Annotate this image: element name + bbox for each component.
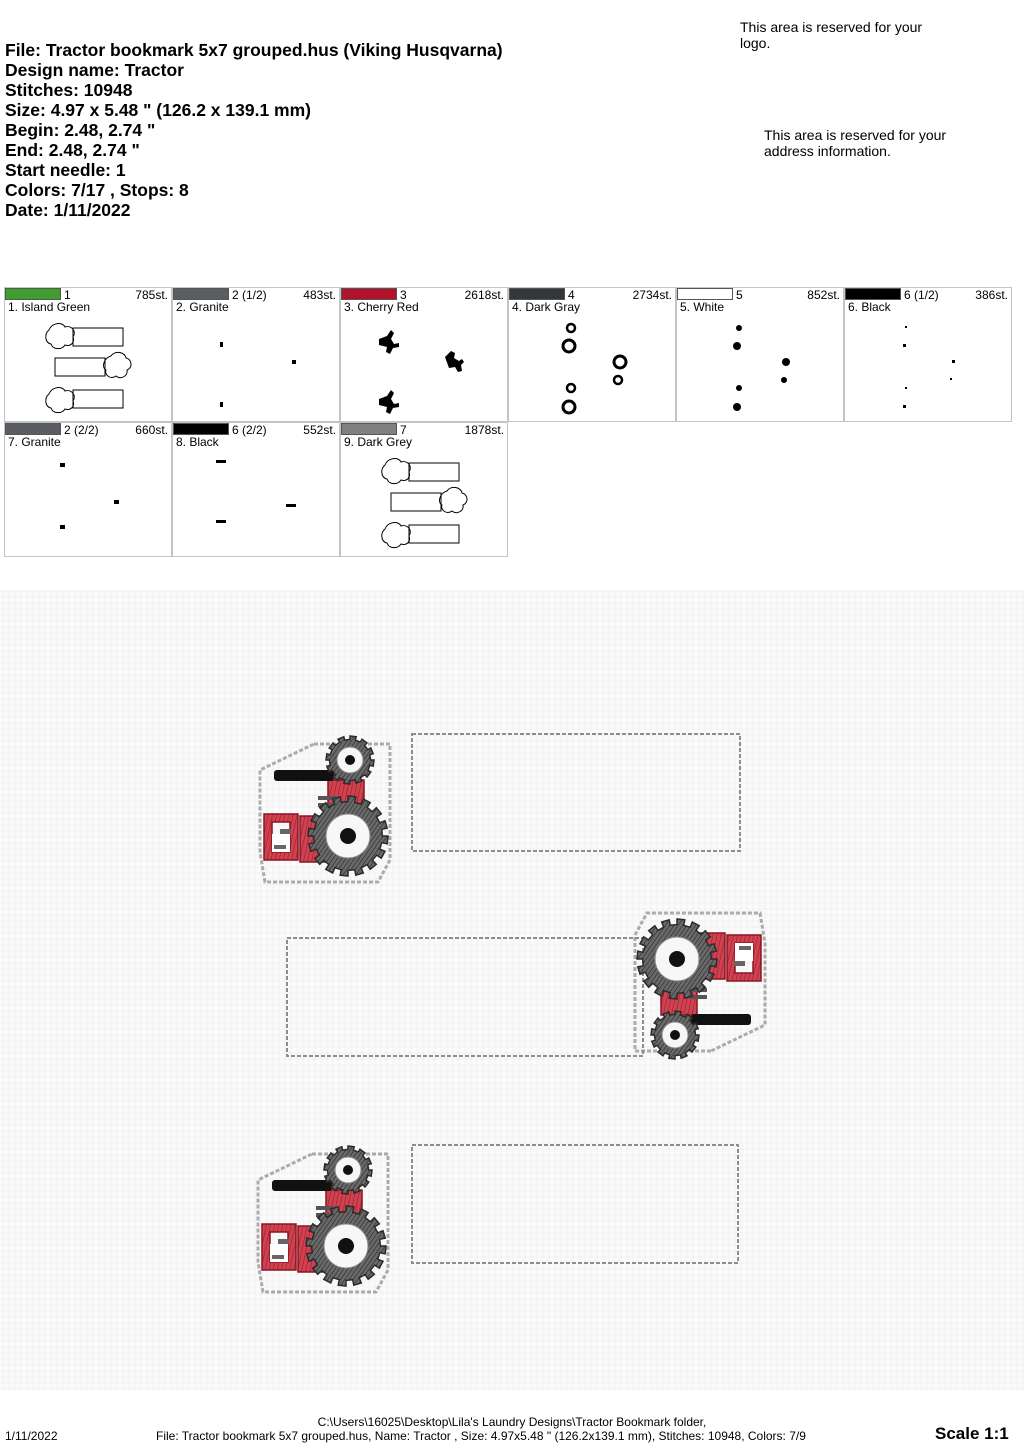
stitch-thumbnail <box>220 342 296 407</box>
colors-line: Colors: 7/17 , Stops: 8 <box>5 180 189 200</box>
size-line: Size: 4.97 x 5.48 " (126.2 x 139.1 mm) <box>5 100 311 120</box>
thread-number: 2 (1/2) <box>232 288 267 302</box>
date-line: Date: 1/11/2022 <box>5 200 131 220</box>
thread-color-swatch <box>509 288 565 300</box>
thread-color-swatch <box>677 288 733 300</box>
tractor-bookmark <box>256 1144 739 1294</box>
thread-number: 3 <box>400 288 407 302</box>
stitch-thumbnail <box>45 323 132 414</box>
tractor-bookmark <box>258 733 741 884</box>
thread-number: 1 <box>64 288 71 302</box>
thread-number: 5 <box>736 288 743 302</box>
stitch-thumbnail <box>381 458 468 549</box>
thread-number: 6 (1/2) <box>904 288 939 302</box>
color-stop-cell: 6 (1/2) 386st. 6. Black <box>844 287 1012 422</box>
thread-name: 4. Dark Gray <box>512 300 581 314</box>
tractor-bookmarks <box>256 733 767 1294</box>
thread-color-swatch <box>173 288 229 300</box>
thread-name: 2. Granite <box>176 300 229 314</box>
fabric-background <box>0 590 1024 1390</box>
stitch-thumbnail <box>733 325 790 411</box>
stitches-line: Stitches: 10948 <box>5 80 133 100</box>
design-info: File: Tractor bookmark 5x7 grouped.hus (… <box>5 40 503 220</box>
file-line: File: Tractor bookmark 5x7 grouped.hus (… <box>5 40 503 60</box>
stitch-thumbnail <box>379 330 464 414</box>
stitch-count: 2734st. <box>632 288 672 302</box>
thread-color-swatch <box>5 423 61 435</box>
stitch-thumbnail <box>60 463 119 529</box>
start-needle-line: Start needle: 1 <box>5 160 126 180</box>
stitch-count: 660st. <box>135 423 168 437</box>
stitch-count: 785st. <box>135 288 168 302</box>
stitch-count: 552st. <box>303 423 336 437</box>
tractor-bookmark <box>286 911 767 1060</box>
thread-name: 6. Black <box>848 300 891 314</box>
thread-color-swatch <box>845 288 901 300</box>
stitch-count: 2618st. <box>464 288 504 302</box>
thread-number: 2 (2/2) <box>64 423 99 437</box>
thread-color-swatch <box>173 423 229 435</box>
thread-number: 6 (2/2) <box>232 423 267 437</box>
thread-name: 8. Black <box>176 435 219 449</box>
color-stop-cell: 6 (2/2) 552st. 8. Black <box>172 422 340 557</box>
color-stop-cell: 3 2618st. 3. Cherry Red <box>340 287 508 422</box>
color-stop-cell: 2 (2/2) 660st. 7. Granite <box>4 422 172 557</box>
thread-name: 1. Island Green <box>8 300 91 314</box>
thread-name: 5. White <box>680 300 725 314</box>
thread-color-swatch <box>5 288 61 300</box>
logo-placeholder-note: This area is reserved for your logo. <box>740 19 923 51</box>
end-line: End: 2.48, 2.74 " <box>5 140 140 160</box>
color-stop-cell: 7 1878st. 9. Dark Grey <box>340 422 508 557</box>
thread-color-swatch <box>341 288 397 300</box>
stitch-count: 1878st. <box>464 423 504 437</box>
stitch-thumbnail <box>903 326 955 408</box>
footer-details: File: Tractor bookmark 5x7 grouped.hus, … <box>156 1429 806 1443</box>
stitch-count: 852st. <box>807 288 840 302</box>
thread-name: 3. Cherry Red <box>344 300 419 314</box>
color-stop-cell: 5 852st. 5. White <box>676 287 844 422</box>
stitch-count: 483st. <box>303 288 336 302</box>
color-stop-cell: 4 2734st. 4. Dark Gray <box>508 287 676 422</box>
stitch-count: 386st. <box>975 288 1008 302</box>
begin-line: Begin: 2.48, 2.74 " <box>5 120 156 140</box>
footer-path: C:\Users\16025\Desktop\Lila's Laundry De… <box>317 1415 707 1429</box>
thread-number: 7 <box>400 423 407 437</box>
stitch-thumbnail <box>216 460 296 523</box>
thread-name: 7. Granite <box>8 435 61 449</box>
thread-number: 4 <box>568 288 575 302</box>
stitch-thumbnail <box>561 322 628 415</box>
thread-name: 9. Dark Grey <box>344 435 413 449</box>
footer-date: 1/11/2022 <box>5 1429 58 1443</box>
address-placeholder-note: This area is reserved for your address i… <box>764 127 947 159</box>
thread-color-swatch <box>341 423 397 435</box>
scale-label: Scale 1:1 <box>935 1424 1009 1443</box>
design-name-line: Design name: Tractor <box>5 60 184 80</box>
color-stop-cell: 1 785st. 1. Island Green <box>4 287 172 422</box>
design-preview <box>0 590 1024 1390</box>
color-stop-cell: 2 (1/2) 483st. 2. Granite <box>172 287 340 422</box>
